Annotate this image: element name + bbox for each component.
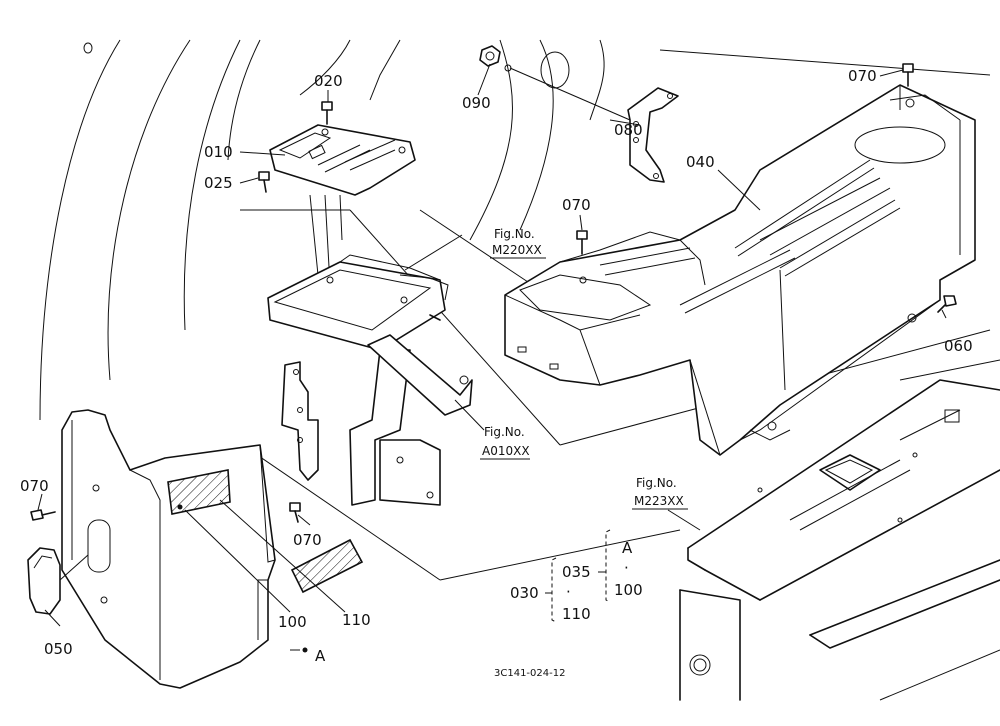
- support-frame: [267, 254, 473, 506]
- group-dot-2: ·: [624, 559, 629, 577]
- label-070-top: 070: [848, 67, 877, 85]
- svg-text:M220XX: M220XX: [492, 243, 542, 257]
- label-010: 010: [204, 143, 233, 161]
- label-070-mid: 070: [293, 531, 322, 549]
- floor-plate: [679, 359, 1000, 701]
- label-060: 060: [944, 337, 973, 355]
- label-020: 020: [314, 72, 343, 90]
- bolt-090: [479, 45, 512, 72]
- console-040: [504, 84, 976, 456]
- group-sub-bottom: 100: [614, 581, 643, 599]
- label-090: 090: [462, 94, 491, 112]
- label-110: 110: [342, 611, 371, 629]
- figref-m220: Fig.No. M220XX: [490, 227, 546, 259]
- background-outline: [39, 39, 991, 581]
- label-070-console: 070: [562, 196, 591, 214]
- group-dot-1: ·: [566, 583, 571, 601]
- label-040: 040: [686, 153, 715, 171]
- svg-text:Fig.No.: Fig.No.: [484, 425, 525, 439]
- figref-m223: Fig.No. M223XX: [632, 476, 688, 510]
- drawing-id: 3C141-024-12: [494, 668, 565, 679]
- group-main: 030: [510, 584, 539, 602]
- group-sub-top: A: [622, 539, 633, 557]
- decals: [167, 469, 364, 653]
- bolts: [30, 63, 957, 523]
- group-upper: 035: [562, 563, 591, 581]
- bracket-080: [627, 87, 679, 183]
- svg-text:M223XX: M223XX: [634, 494, 684, 508]
- plate-010: [269, 124, 416, 286]
- figref-a010: Fig.No. A010XX: [480, 425, 530, 460]
- svg-text:A010XX: A010XX: [482, 444, 530, 458]
- composition-group-030: 030 035 · 110 A · 100: [510, 529, 643, 623]
- leader-lines: [37, 63, 947, 651]
- label-070-left: 070: [20, 477, 49, 495]
- svg-text:Fig.No.: Fig.No.: [636, 476, 677, 490]
- part-labels: 010 020 025 090 080 040 070 070 060 070 …: [20, 67, 973, 665]
- label-025: 025: [204, 174, 233, 192]
- marker-a: A: [315, 647, 326, 665]
- label-080: 080: [614, 121, 643, 139]
- figure-references: Fig.No. M220XX Fig.No. A010XX Fig.No. M2…: [480, 227, 688, 510]
- svg-text:Fig.No.: Fig.No.: [494, 227, 535, 241]
- label-100: 100: [278, 613, 307, 631]
- label-050: 050: [44, 640, 73, 658]
- group-lower: 110: [562, 605, 591, 623]
